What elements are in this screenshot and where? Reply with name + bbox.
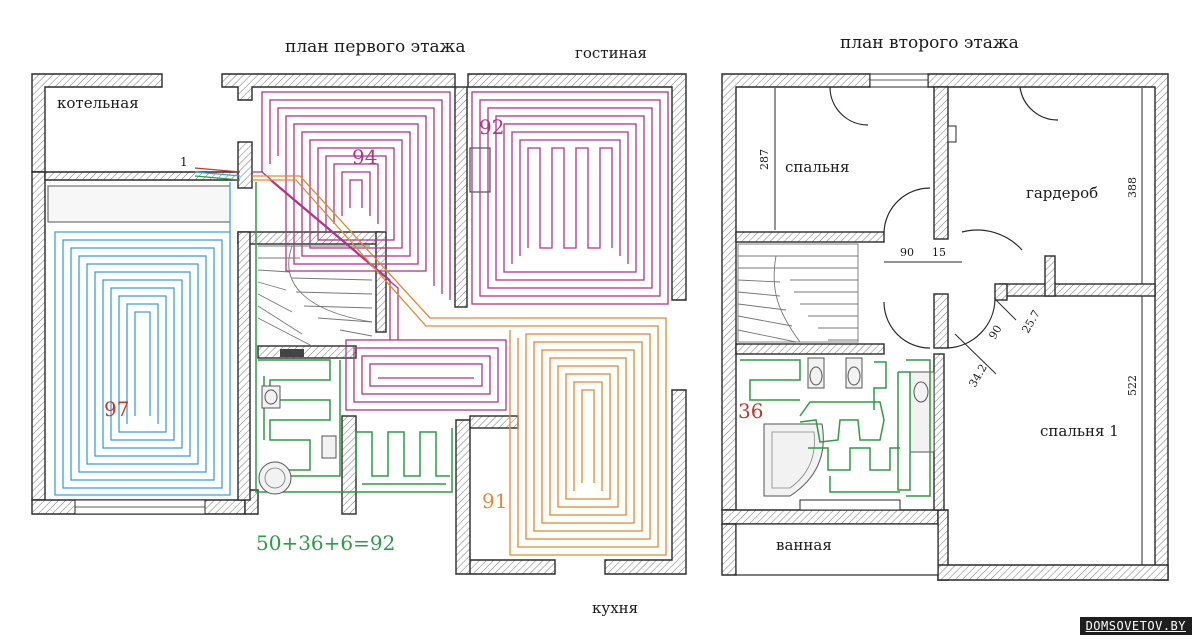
second-floor-doors <box>829 86 1059 349</box>
pink-living-heating-loop <box>471 91 669 305</box>
green-heating-loop-second <box>740 359 931 497</box>
second-floor-windows <box>735 73 957 576</box>
dim-bedroom-height: 287 <box>758 149 771 170</box>
room-label-kitchen: кухня <box>592 599 638 617</box>
room-label-wardrobe: гардероб <box>1026 184 1098 202</box>
pipe-marker-label: 1 <box>180 155 188 169</box>
first-floor-fixtures <box>258 385 337 495</box>
second-floor-walls <box>721 73 1169 581</box>
dim-bedroom1-height: 522 <box>1126 375 1139 396</box>
room-label-bathroom: ванная <box>776 536 832 554</box>
first-floor-windows <box>47 147 491 515</box>
dim-34-2: 34.2 <box>966 362 990 390</box>
room-label-bedroom: спальня <box>785 158 850 176</box>
bath-loop-formula: 50+36+6=92 <box>256 531 395 555</box>
watermark-badge[interactable]: DOMSOVETOV.BY <box>1079 617 1192 635</box>
second-floor-plan: план второго этажа <box>721 33 1169 581</box>
room-label-boiler: котельная <box>57 94 139 112</box>
blue-heating-loop <box>54 182 231 496</box>
room-label-bedroom1: спальня 1 <box>1040 422 1119 440</box>
first-floor-title: план первого этажа <box>285 37 465 57</box>
room-label-living: гостиная <box>575 44 647 62</box>
dim-wardrobe-height: 388 <box>1126 177 1139 198</box>
second-floor-stairs <box>737 243 859 343</box>
second-floor-fixtures <box>763 357 935 497</box>
second-floor-dimensions <box>774 88 1143 565</box>
second-floor-title: план второго этажа <box>840 33 1019 53</box>
first-floor-stairs <box>257 245 373 347</box>
dim-25-7: 25.7 <box>1019 308 1043 336</box>
loop-length-green-second: 36 <box>738 399 763 423</box>
orange-heating-loop <box>252 175 667 556</box>
dim-15: 15 <box>932 246 946 259</box>
pink-heating-loop <box>252 91 507 411</box>
loop-length-pink: 94 <box>352 145 377 169</box>
manifold-connection: 1 <box>180 155 241 181</box>
loop-length-pink-living: 92 <box>479 115 504 139</box>
loop-length-blue: 97 <box>104 397 129 421</box>
first-floor-plan: план первого этажа <box>31 37 687 617</box>
dim-90b: 90 <box>986 323 1004 342</box>
loop-length-orange: 91 <box>482 489 507 513</box>
dim-90a: 90 <box>900 246 914 259</box>
